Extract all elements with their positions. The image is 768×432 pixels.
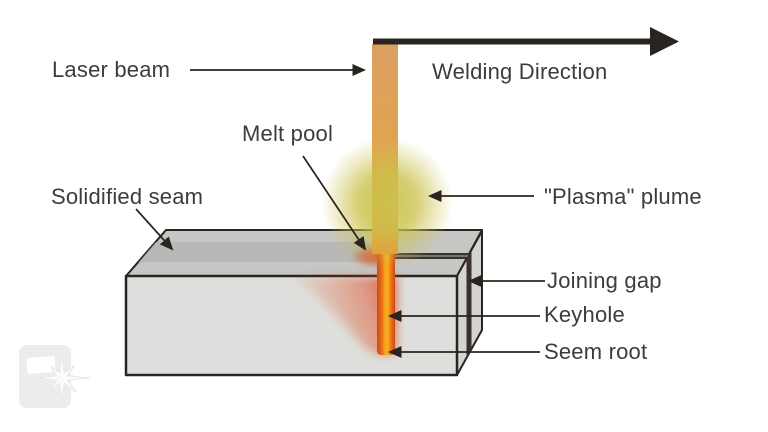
solidified-seam-arrow bbox=[135, 208, 174, 251]
joining-gap-label: Joining gap bbox=[547, 268, 662, 293]
seem-root-label: Seem root bbox=[544, 339, 648, 364]
melt-trail bbox=[292, 277, 397, 356]
welding-direction-arrow bbox=[373, 27, 679, 56]
plasma-plume-glow bbox=[321, 137, 453, 269]
melt-pool-label: Melt pool bbox=[242, 121, 334, 146]
laser-beam-label: Laser beam bbox=[52, 57, 171, 82]
melt-pool-arrow bbox=[302, 155, 367, 251]
plasma-plume-label: "Plasma" plume bbox=[544, 184, 702, 209]
annotation-arrows bbox=[135, 64, 545, 358]
keyhole-label: Keyhole bbox=[544, 302, 625, 327]
welding-helmet-spark-logo-icon bbox=[19, 345, 91, 408]
keyhole-bar bbox=[377, 249, 395, 355]
block-front-face bbox=[124, 274, 459, 377]
solidified-seam-label: Solidified seam bbox=[51, 184, 204, 209]
solidified-seam-band bbox=[139, 242, 393, 262]
welding-direction-label: Welding Direction bbox=[432, 59, 608, 84]
